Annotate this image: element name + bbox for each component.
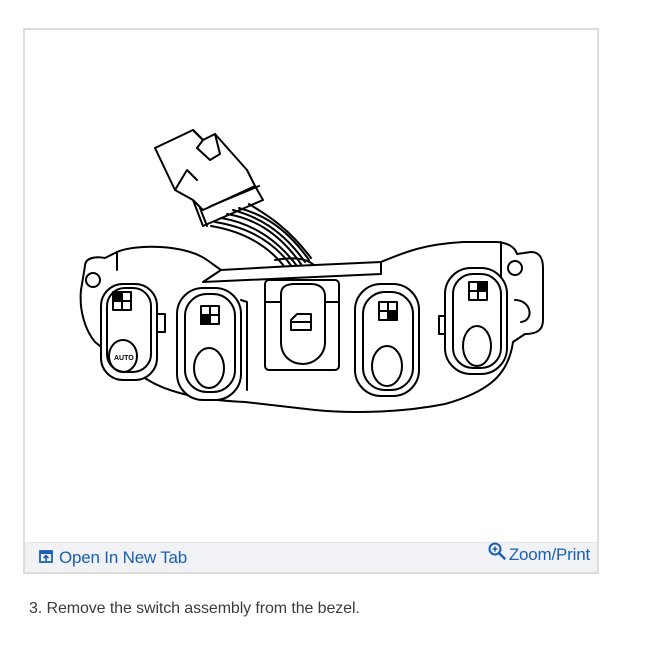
figure-card: AUTO xyxy=(23,28,599,574)
open-in-new-tab-icon xyxy=(39,548,53,568)
open-in-new-tab-link[interactable]: Open In New Tab xyxy=(39,548,187,568)
svg-text:AUTO: AUTO xyxy=(114,355,134,362)
open-in-new-tab-label: Open In New Tab xyxy=(59,548,188,567)
zoom-in-icon xyxy=(488,542,506,565)
switch-assembly-drawing: AUTO xyxy=(79,129,544,413)
zoom-print-link[interactable]: Zoom/Print xyxy=(488,542,590,565)
step-caption: 3. Remove the switch assembly from the b… xyxy=(29,600,360,617)
switch-assembly-diagram: AUTO xyxy=(25,30,597,542)
figure-toolbar: Open In New Tab Zoom/Print xyxy=(25,542,597,572)
zoom-print-label: Zoom/Print xyxy=(508,545,590,564)
